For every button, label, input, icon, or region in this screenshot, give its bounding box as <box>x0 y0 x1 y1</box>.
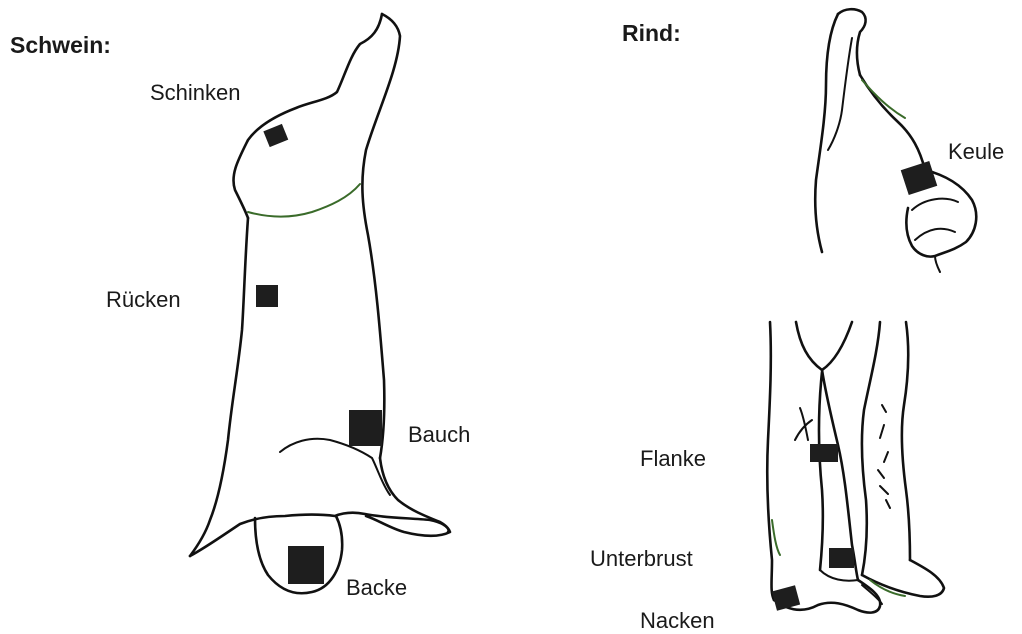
beef-fore-hoof-detail <box>820 570 882 604</box>
pig-belly-inner <box>280 439 390 495</box>
pig-sample-belly <box>349 410 382 446</box>
beef-leg-inner <box>828 38 852 150</box>
beef-fore-marks <box>795 405 890 508</box>
pig-outline-right <box>362 14 400 458</box>
beef-label-leg: Keule <box>948 141 1004 163</box>
beef-forequarter <box>767 322 944 613</box>
beef-sample-neck <box>772 585 800 611</box>
beef-sample-brisket <box>829 548 854 568</box>
pig-ham-seam <box>248 184 360 217</box>
pig-label-ham: Schinken <box>150 82 241 104</box>
pig-sample-back <box>256 285 278 307</box>
beef-label-brisket: Unterbrust <box>590 548 693 570</box>
pig-label-belly: Bauch <box>408 424 470 446</box>
pig-label-back: Rücken <box>106 289 181 311</box>
beef-label-neck: Nacken <box>640 610 715 632</box>
beef-leg-round-inner <box>912 199 958 272</box>
pig-title: Schwein: <box>10 34 111 57</box>
beef-fore-outline-left <box>767 322 774 600</box>
pig-trotter <box>233 14 382 218</box>
pig-label-cheek: Backe <box>346 577 407 599</box>
beef-title: Rind: <box>622 22 681 45</box>
beef-sample-flank <box>810 444 838 462</box>
pig-sample-cheek <box>288 546 324 584</box>
beef-fore-divider <box>796 322 852 370</box>
beef-label-flank: Flanke <box>640 448 706 470</box>
beef-leg-fat-line <box>862 80 905 118</box>
beef-fore-outline-mid <box>819 372 823 570</box>
pig-sample-ham <box>263 124 288 147</box>
pig-outline-left <box>190 218 248 556</box>
beef-fore-outline-far-right <box>902 322 910 560</box>
beef-leg-outline-left <box>815 14 838 252</box>
beef-sample-leg <box>901 161 938 195</box>
beef-fore-outline-right <box>862 322 880 575</box>
